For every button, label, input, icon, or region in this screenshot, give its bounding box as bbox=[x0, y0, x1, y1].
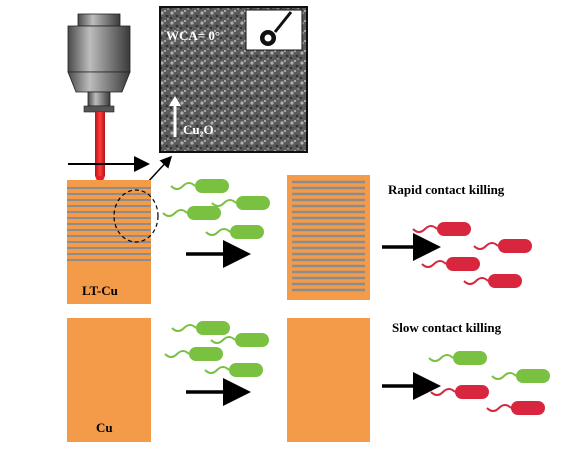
rod-bacterium-icon bbox=[473, 236, 532, 253]
rod-bacterium-icon bbox=[170, 176, 229, 193]
slow-killing-title: Slow contact killing bbox=[392, 320, 502, 335]
rod-bacterium-icon bbox=[412, 219, 471, 236]
cu-plate: Cu bbox=[67, 318, 151, 442]
rod-bacterium-icon bbox=[486, 398, 545, 415]
sem-wca-label: WCA= 0° bbox=[166, 28, 220, 43]
cu-plate-result bbox=[287, 318, 370, 442]
sem-inset: WCA= 0° Cu₂O bbox=[159, 6, 308, 153]
zoom-region-ellipse bbox=[113, 189, 159, 243]
zoom-pointer-arrow bbox=[145, 155, 173, 185]
rod-bacterium-icon bbox=[210, 330, 269, 347]
rod-bacterium-icon bbox=[463, 271, 522, 288]
rod-bacterium-icon bbox=[428, 348, 487, 365]
sem-cu2o-label: Cu₂O bbox=[183, 122, 214, 137]
laser-grooves bbox=[67, 187, 151, 261]
rod-bacterium-icon bbox=[162, 203, 221, 220]
rapid-killing-title: Rapid contact killing bbox=[388, 182, 505, 197]
rod-bacterium-icon bbox=[421, 254, 480, 271]
bacteria-layer bbox=[162, 176, 550, 415]
lt-cu-label: LT-Cu bbox=[82, 283, 118, 298]
lt-cu-plate: LT-Cu bbox=[67, 180, 159, 304]
rod-bacterium-icon bbox=[211, 193, 270, 210]
cu-label: Cu bbox=[96, 420, 113, 435]
rod-bacterium-icon bbox=[205, 222, 264, 239]
rod-bacterium-icon bbox=[204, 360, 263, 377]
rod-bacterium-icon bbox=[164, 344, 223, 361]
rod-bacterium-icon bbox=[171, 318, 230, 335]
rod-bacterium-icon bbox=[430, 382, 489, 399]
laser-nozzle-icon bbox=[67, 13, 131, 113]
water-droplet-icon bbox=[245, 9, 303, 51]
laser-beam bbox=[95, 112, 105, 188]
lt-cu-plate-result bbox=[287, 175, 370, 300]
rod-bacterium-icon bbox=[491, 366, 550, 383]
